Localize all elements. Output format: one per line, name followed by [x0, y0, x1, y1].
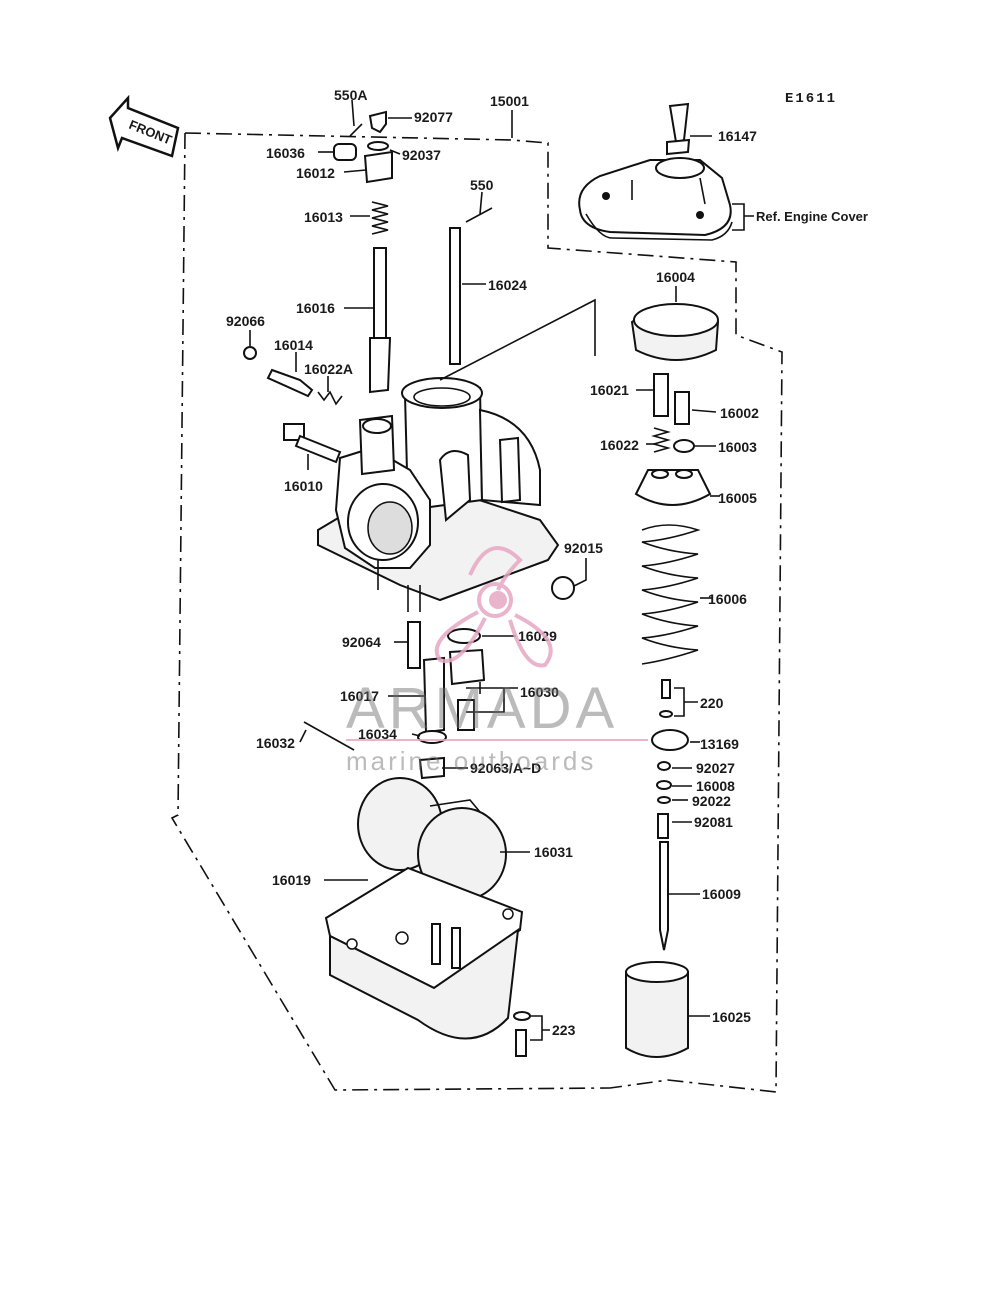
label-92077: 92077 [414, 109, 453, 125]
engine-cover [578, 157, 733, 241]
label-16019: 16019 [272, 872, 311, 888]
label-16009: 16009 [702, 886, 741, 902]
label-15001: 15001 [490, 93, 529, 109]
part-16022-spring [651, 427, 671, 453]
label-16010: 16010 [284, 478, 323, 494]
label-16147: 16147 [718, 128, 757, 144]
label-16022A: 16022A [304, 361, 353, 377]
part-92027 [657, 761, 671, 771]
part-16024-rod [449, 227, 461, 365]
label-16008: 16008 [696, 778, 735, 794]
part-92022 [657, 796, 671, 804]
label-550: 550 [470, 177, 494, 193]
label-220: 220 [700, 695, 724, 711]
part-550-pin [465, 207, 493, 223]
label-92066: 92066 [226, 313, 265, 329]
part-16013-spring [371, 201, 389, 235]
part-16019-bowl [324, 866, 524, 1040]
part-13169-plate [651, 729, 689, 751]
part-16003 [673, 439, 695, 453]
label-16022: 16022 [600, 437, 639, 453]
part-92081-spring [657, 813, 669, 839]
part-16022A-spring [317, 390, 343, 406]
label-550A: 550A [334, 87, 367, 103]
label-16034: 16034 [358, 726, 397, 742]
part-16010-screw [283, 423, 342, 464]
label-16030: 16030 [520, 684, 559, 700]
label-92027: 92027 [696, 760, 735, 776]
watermark-subtitle: marine outboards [346, 746, 596, 776]
part-92064 [407, 621, 421, 669]
label-92064: 92064 [342, 634, 381, 650]
part-223-screw [513, 1011, 531, 1057]
part-labels: 550A 92077 15001 16036 92037 16012 16147… [226, 87, 868, 1038]
part-92077 [368, 110, 387, 134]
part-16005-top [634, 469, 712, 506]
part-16008 [656, 780, 672, 790]
part-16004-cap [630, 303, 720, 361]
part-92066 [243, 346, 257, 360]
part-16016-rod [369, 247, 392, 394]
leader-lines [249, 99, 754, 1041]
label-92063: 92063/A~D [470, 760, 541, 776]
label-16036: 16036 [266, 145, 305, 161]
label-16017: 16017 [340, 688, 379, 704]
part-16032-tube [303, 721, 355, 751]
watermark-title: ARMADA [346, 676, 618, 741]
label-16021: 16021 [590, 382, 629, 398]
label-16002: 16002 [720, 405, 759, 421]
label-13169: 13169 [700, 736, 739, 752]
part-92063 [418, 756, 445, 780]
part-16006-spring [641, 524, 701, 665]
label-223: 223 [552, 1022, 576, 1038]
label-16003: 16003 [718, 439, 757, 455]
part-16147 [666, 102, 691, 156]
part-220-screw [659, 679, 673, 718]
label-92081: 92081 [694, 814, 733, 830]
part-16009-needle [659, 841, 669, 951]
label-16031: 16031 [534, 844, 573, 860]
label-92022: 92022 [692, 793, 731, 809]
label-16006: 16006 [708, 591, 747, 607]
part-92015-nut [551, 576, 575, 600]
label-16012: 16012 [296, 165, 335, 181]
label-16016: 16016 [296, 300, 335, 316]
carburetor-body [317, 377, 560, 612]
part-16031-floats [357, 777, 507, 901]
label-16004: 16004 [656, 269, 695, 285]
part-16025-slide [625, 961, 689, 1058]
part-16030 [448, 648, 486, 731]
part-16036 [333, 143, 357, 161]
label-16025: 16025 [712, 1009, 751, 1025]
label-16014: 16014 [274, 337, 313, 353]
diagram-code: E1611 [785, 91, 837, 107]
label-16005: 16005 [718, 490, 757, 506]
armada-watermark-logo: ARMADA marine outboards [346, 546, 648, 776]
part-16021 [653, 373, 669, 417]
part-16014-screw [266, 368, 314, 398]
label-92015: 92015 [564, 540, 603, 556]
front-arrow-icon: FRONT [108, 94, 180, 158]
part-550A [349, 123, 363, 137]
label-92037: 92037 [402, 147, 441, 163]
label-16032: 16032 [256, 735, 295, 751]
label-16024: 16024 [488, 277, 527, 293]
assembly-outline [170, 132, 783, 1093]
part-92037 [367, 141, 389, 151]
part-16002 [674, 391, 690, 425]
part-16012 [363, 150, 393, 184]
label-16013: 16013 [304, 209, 343, 225]
label-ref-engine-cover: Ref. Engine Cover [756, 209, 868, 224]
